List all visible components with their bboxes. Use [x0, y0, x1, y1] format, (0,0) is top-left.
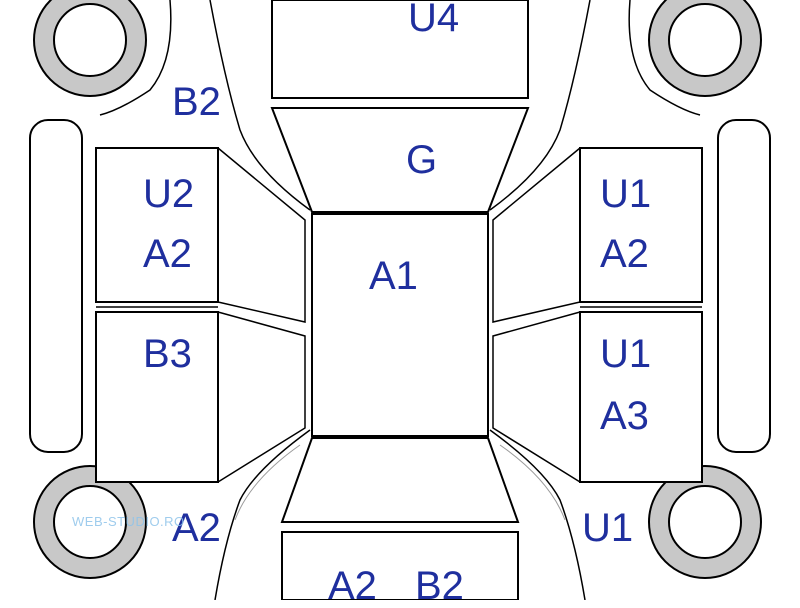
panel-rear-window	[270, 107, 530, 213]
label-roof: G	[406, 138, 438, 182]
panel-trunk	[271, 0, 529, 99]
left-window-front	[217, 311, 306, 483]
panel-right-front-door	[579, 311, 703, 483]
label-right-front-fender: U1	[582, 506, 634, 550]
label-right-front-door-1: U1	[600, 332, 652, 376]
label-left-front-door: B3	[143, 332, 192, 376]
body-outline-right-front-inner	[499, 444, 566, 521]
tire-front-right-hub	[668, 485, 742, 559]
body-outline-right-rear-inner	[628, 0, 701, 116]
label-center: A1	[369, 254, 418, 298]
label-right-front-door-2: A3	[600, 394, 649, 438]
panel-left-front-door	[95, 311, 219, 483]
label-left-rear-door-1: U2	[143, 172, 195, 216]
label-left-front-fender: A2	[172, 506, 221, 550]
label-rear-top: U4	[408, 0, 460, 40]
body-outline-left-rear	[209, 0, 311, 211]
right-side-skirt	[717, 119, 771, 453]
panel-left-rear-door	[95, 147, 219, 303]
panel-windshield	[280, 437, 520, 523]
body-outline-left-front-inner	[234, 444, 301, 521]
tire-rear-left-hub	[53, 3, 127, 77]
tire-front-left-hub	[53, 485, 127, 559]
label-left-rear-quarter: B2	[172, 80, 221, 124]
body-outline-right-front	[489, 429, 586, 600]
panel-right-rear-door	[579, 147, 703, 303]
watermark: WEB-STUDIO.RO	[72, 514, 185, 529]
panel-roof	[311, 213, 489, 437]
tire-rear-right-hub	[668, 3, 742, 77]
left-window-rear	[217, 147, 306, 323]
body-outline-left-front	[214, 429, 311, 600]
label-right-rear-door-1: U1	[600, 172, 652, 216]
panel-hood	[281, 531, 519, 600]
right-window-rear	[492, 147, 581, 323]
body-outline-left-rear-inner	[99, 0, 172, 116]
label-front-bottom-2: B2	[415, 564, 464, 608]
label-right-rear-door-2: A2	[600, 232, 649, 276]
left-side-skirt	[29, 119, 83, 453]
right-window-front	[492, 311, 581, 483]
body-outline-right-rear	[489, 0, 591, 211]
label-front-bottom-1: A2	[328, 564, 377, 608]
label-left-rear-door-2: A2	[143, 232, 192, 276]
